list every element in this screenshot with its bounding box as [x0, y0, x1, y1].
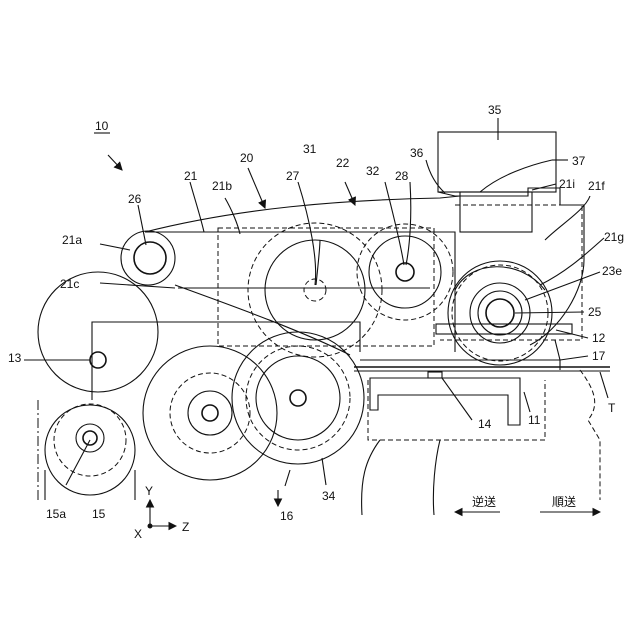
part-36 [438, 160, 552, 196]
gear-34-pitch [246, 346, 350, 450]
axis-x-dot [148, 524, 153, 529]
label-21: 21 [184, 169, 198, 183]
label-25: 25 [588, 305, 602, 319]
label-11: 11 [528, 413, 541, 427]
lower-frame-dashed [368, 370, 600, 500]
label-31: 31 [303, 142, 317, 156]
label-20: 20 [240, 151, 254, 165]
label-23e: 23e [602, 264, 622, 278]
label-36: 36 [410, 146, 424, 160]
lower-body [362, 440, 440, 515]
gear-34-shaft [290, 390, 306, 406]
reverse-direction-label: 逆送 [472, 494, 496, 509]
gear-16-hub [188, 391, 232, 435]
label-27: 27 [286, 169, 300, 183]
label-T: T [608, 401, 616, 415]
block-35 [438, 132, 556, 192]
label-12: 12 [592, 331, 606, 345]
shaft-15a-outer [76, 424, 104, 452]
label-26: 26 [128, 192, 142, 206]
label-15a: 15a [46, 507, 66, 521]
gear-15 [45, 405, 135, 495]
roller-arc [455, 267, 545, 290]
label-34: 34 [322, 489, 336, 503]
gear-16-pitch [170, 373, 250, 453]
platen-11 [370, 378, 520, 425]
leader-lines [24, 118, 608, 506]
arm-upper [145, 196, 460, 232]
pivot-21a [121, 231, 175, 285]
label-10: 10 [95, 119, 109, 133]
label-21g: 21g [604, 230, 624, 244]
pivot-26 [134, 242, 166, 274]
frame-outline-13 [92, 322, 360, 400]
axis-z-label: Z [182, 520, 189, 534]
gear-34-hub [256, 356, 340, 440]
axis-x-label: X [134, 527, 142, 541]
axis-y-label: Y [145, 484, 153, 498]
label-15: 15 [92, 507, 106, 521]
label-21b: 21b [212, 179, 232, 193]
label-37: 37 [572, 154, 586, 168]
label-21a: 21a [62, 233, 82, 247]
label-32: 32 [366, 164, 380, 178]
label-21f: 21f [588, 179, 605, 193]
gear-32 [357, 224, 453, 320]
label-17: 17 [592, 349, 606, 363]
gear-16 [143, 346, 277, 480]
label-14: 14 [478, 417, 492, 431]
label-35: 35 [488, 103, 502, 117]
shaft-28 [396, 263, 414, 281]
arm-21c-edge [175, 285, 350, 355]
shaft-15a [83, 431, 97, 445]
gear-13 [38, 272, 158, 392]
label-13: 13 [8, 351, 22, 365]
gear-16-shaft [202, 405, 218, 421]
shaft-25 [486, 299, 514, 327]
housing-21f [455, 188, 584, 345]
forward-direction-label: 順送 [552, 494, 576, 509]
label-21c: 21c [60, 277, 79, 291]
label-16: 16 [280, 509, 294, 523]
plate-14 [428, 372, 442, 378]
label-21i: 21i [559, 177, 575, 191]
gear-31 [248, 223, 382, 357]
label-22: 22 [336, 156, 350, 170]
bracket-21i [460, 192, 532, 232]
label-28: 28 [395, 169, 409, 183]
